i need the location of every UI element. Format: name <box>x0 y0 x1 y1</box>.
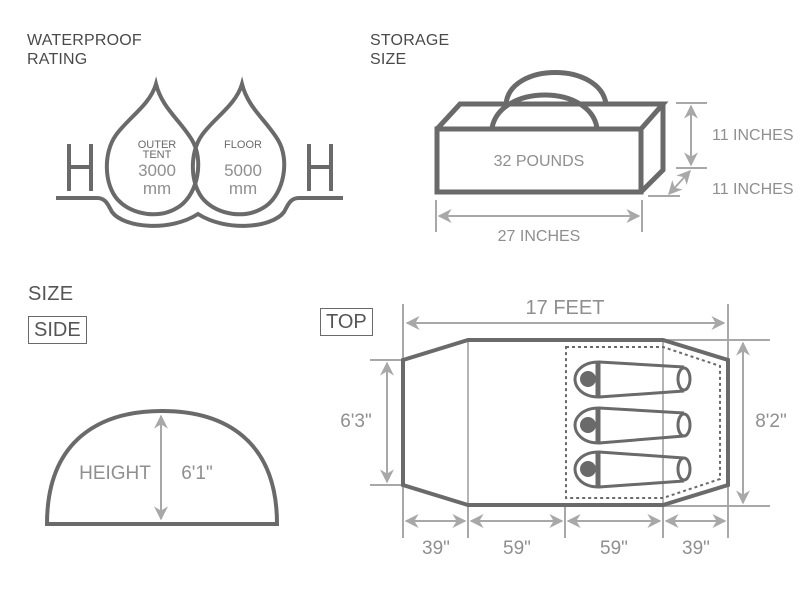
storage-title-line1: STORAGE <box>370 32 450 49</box>
side-height-label: HEIGHT <box>79 463 151 484</box>
top-segment-3: 59" <box>600 538 628 559</box>
top-segment-2: 59" <box>503 538 531 559</box>
sleeping-bag-icon-1 <box>573 360 692 399</box>
size-title: SIZE <box>28 283 74 305</box>
inner-tent-outline <box>565 346 721 499</box>
bag-handle-front-icon <box>489 92 600 129</box>
sleeping-bag-icon-2 <box>573 406 692 445</box>
top-segment-4: 39" <box>682 538 710 559</box>
right-h-icon <box>307 144 333 191</box>
outer-tent-label-2: TENT <box>143 149 172 161</box>
floor-label: FLOOR <box>224 139 262 151</box>
bag-weight: 32 POUNDS <box>494 153 585 170</box>
bag-handle-back-icon <box>503 70 609 105</box>
top-view-tent-icon <box>401 338 730 507</box>
storage-title-line2: SIZE <box>370 51 407 68</box>
top-front-width: 6'3" <box>340 411 372 432</box>
ground-line <box>56 196 343 228</box>
storage-dimension-lines <box>435 102 707 232</box>
floor-drop-icon <box>190 76 287 217</box>
left-h-icon <box>67 144 93 191</box>
top-segment-1: 39" <box>422 538 450 559</box>
bag-height: 11 INCHES <box>712 127 794 144</box>
side-view-label: SIDE <box>28 316 87 344</box>
outer-tent-label-1: OUTER <box>138 139 177 151</box>
top-back-width: 8'2" <box>755 411 787 432</box>
floor-value: 5000 <box>224 161 262 180</box>
floor-unit: mm <box>229 179 257 198</box>
bag-depth: 11 INCHES <box>712 181 794 198</box>
outer-tent-drop-icon <box>104 76 201 217</box>
sleeping-bag-icon-3 <box>573 450 692 489</box>
side-view-dome-icon <box>44 408 280 526</box>
waterproof-title-line1: WATERPROOF <box>27 32 142 49</box>
outer-tent-unit: mm <box>143 179 171 198</box>
waterproof-rating-icon <box>56 76 343 228</box>
storage-bag-icon <box>434 70 669 195</box>
top-view-label: TOP <box>320 308 373 336</box>
side-height-value: 6'1" <box>181 463 213 484</box>
waterproof-title-line2: RATING <box>27 51 88 68</box>
top-total-length: 17 FEET <box>526 297 605 319</box>
outer-tent-value: 3000 <box>138 161 176 180</box>
bag-length: 27 INCHES <box>498 228 581 245</box>
